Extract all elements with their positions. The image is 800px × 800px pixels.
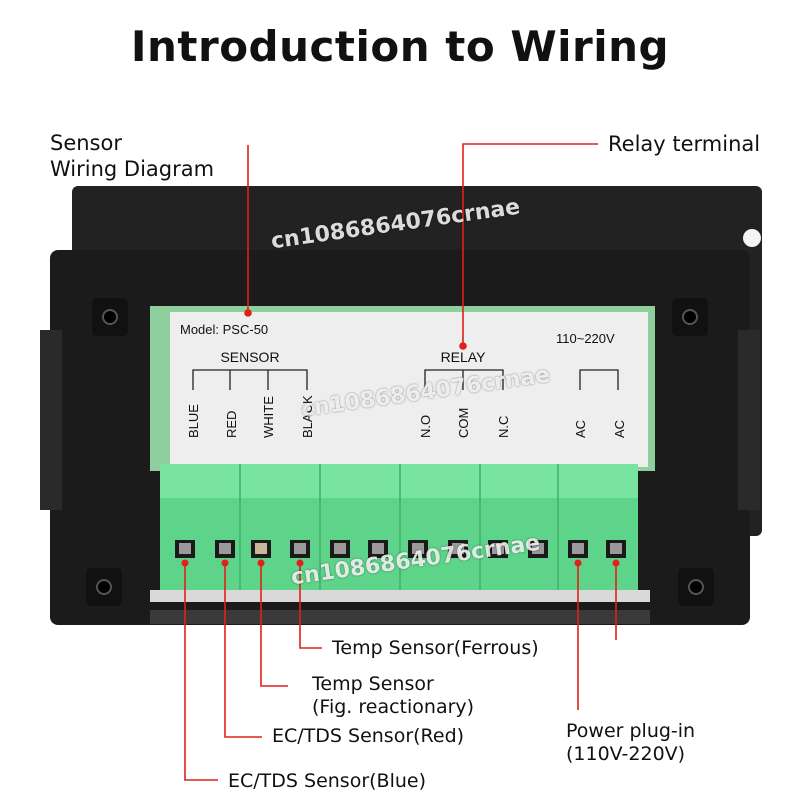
callout-power: Power plug-in (110V-220V) [566,720,695,766]
pin-label-ac-1: AC [573,420,588,438]
callout-temp-sensor: Temp Sensor (Fig. reactionary) [312,673,474,719]
pin-label-red: RED [224,411,239,438]
pin-label-black: BLACK [300,395,315,438]
pin-label-com: COM [456,408,471,438]
callout-temp-line1: Temp Sensor [312,673,434,695]
leader-ec-red [224,563,262,738]
mounting-hole-top-left [92,298,128,336]
callout-sensor-wiring: Sensor Wiring Diagram [50,130,214,182]
terminal-screws [175,540,626,558]
mounting-hole-bottom-left [86,568,122,606]
callout-sensor-line2: Wiring Diagram [50,157,215,181]
callout-ec-red: EC/TDS Sensor(Red) [272,725,465,747]
model-label: Model: PSC-50 [180,322,268,337]
callout-relay-terminal: Relay terminal [608,132,761,156]
callout-sensor-line1: Sensor [50,131,122,155]
leader-temp-sensor [260,563,288,687]
leader-ec-blue [184,563,218,781]
pin-label-blue: BLUE [186,404,201,438]
callout-power-line2: (110V-220V) [566,743,686,765]
callout-temp-line2: (Fig. reactionary) [312,696,475,718]
mounting-hole-bottom-right [678,568,714,606]
voltage-label: 110~220V [556,331,615,346]
sensor-group-label: SENSOR [220,349,279,365]
pin-label-white: WHITE [261,396,276,438]
leader-temp-ferrous [299,563,322,649]
callout-temp-ferrous: Temp Sensor(Ferrous) [332,637,539,659]
callout-power-line1: Power plug-in [566,720,696,742]
page-title: Introduction to Wiring [130,22,670,71]
relay-group-label: RELAY [441,349,487,365]
leader-relay-terminal [462,143,598,345]
pin-label-nc: N.C [496,416,511,438]
pin-label-ac-2: AC [612,420,627,438]
mounting-hole-top-right [672,298,708,336]
callout-ec-blue: EC/TDS Sensor(Blue) [228,770,427,792]
pin-label-no: N.O [418,415,433,438]
label-panel [170,312,648,467]
